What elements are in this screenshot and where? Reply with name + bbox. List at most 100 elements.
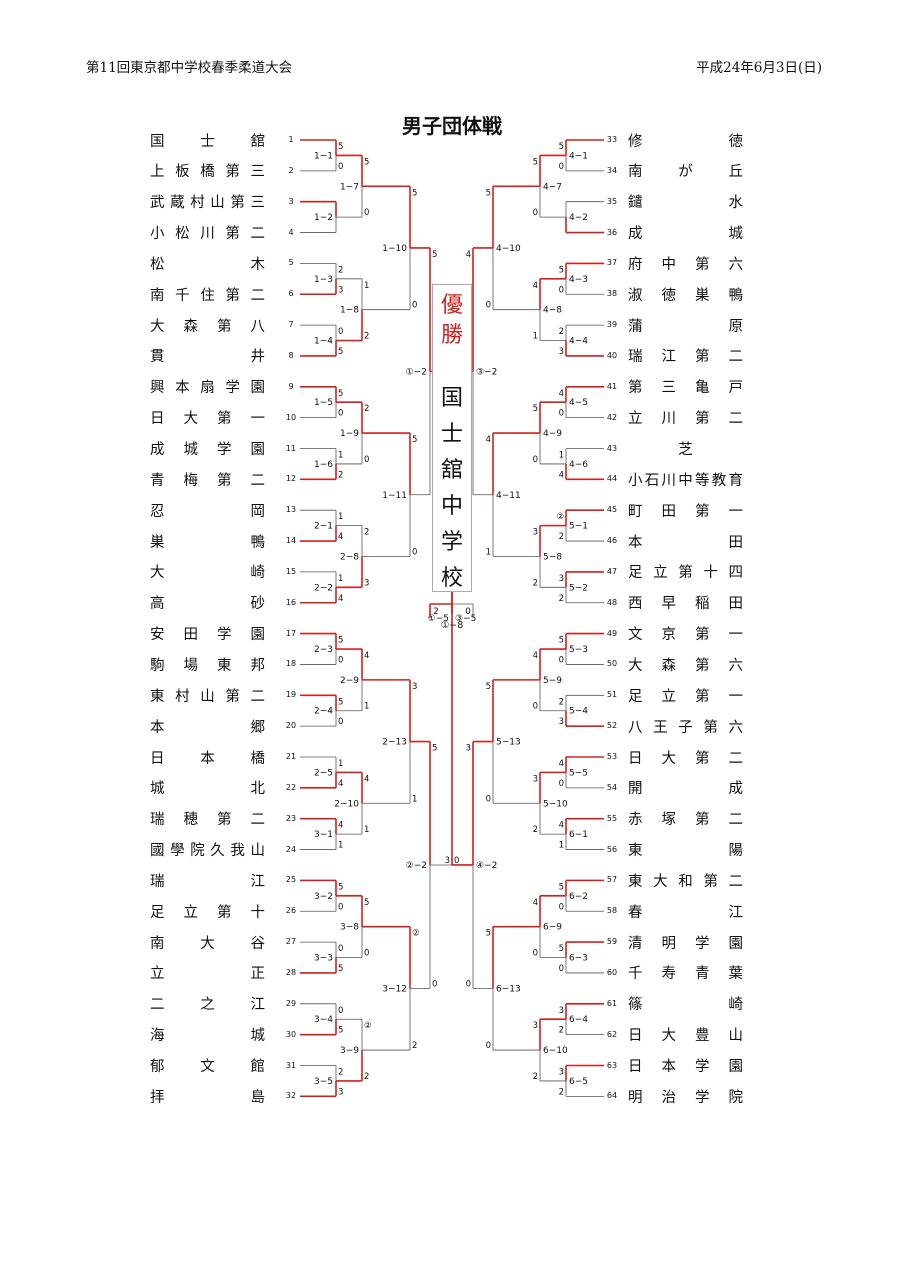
team-seed: 36 <box>606 227 618 237</box>
match-code: 2−3 <box>314 645 333 655</box>
match-score: 2 <box>533 825 538 835</box>
team-name: 日大第一 <box>150 411 265 428</box>
match-code: ③−2 <box>476 367 497 377</box>
match-score: 3 <box>559 347 564 357</box>
match-score: 3 <box>559 1006 564 1016</box>
match-code: 4−10 <box>496 244 521 254</box>
team-name: 巣鴨 <box>150 534 265 551</box>
match-score: 3 <box>533 528 538 538</box>
match-code: 4−2 <box>569 213 588 223</box>
match-score: 5 <box>364 898 369 908</box>
match-score: 5 <box>338 1026 343 1036</box>
match-code: 4−6 <box>569 460 588 470</box>
team-seed: 38 <box>606 289 618 299</box>
team-name: 拝島 <box>150 1089 265 1106</box>
team-name: 西早稲田 <box>628 596 743 613</box>
match-code: 1−3 <box>314 275 333 285</box>
team-name: 春江 <box>628 904 743 921</box>
match-score: 5 <box>338 389 343 399</box>
match-code: 4−8 <box>543 306 562 316</box>
team-seed: 17 <box>285 628 297 638</box>
team-name: 府中第六 <box>628 256 743 273</box>
team-seed: 9 <box>288 381 294 391</box>
match-score: 1 <box>364 702 369 712</box>
match-code: 3−8 <box>340 923 359 933</box>
team-seed: 26 <box>285 906 297 916</box>
match-code: 4−7 <box>543 182 562 192</box>
team-name: 大崎 <box>150 565 265 582</box>
match-score: 3 <box>533 1021 538 1031</box>
match-score: 4 <box>559 389 564 399</box>
match-code: 2−2 <box>314 583 333 593</box>
match-code: 2−4 <box>314 707 333 717</box>
team-name: 町田第一 <box>628 503 743 520</box>
match-score: 5 <box>559 265 564 275</box>
match-code: ④−2 <box>476 861 497 871</box>
match-score: 0 <box>533 949 538 959</box>
match-score: 5 <box>364 157 369 167</box>
match-code: ①−5 <box>428 614 449 624</box>
match-score: 3 <box>338 1087 343 1097</box>
bracket-title: 男子団体戦 <box>402 114 502 138</box>
match-score: 4 <box>533 898 538 908</box>
match-score: 0 <box>364 949 369 959</box>
match-code: ②−2 <box>406 861 427 871</box>
match-score: 0 <box>559 964 564 974</box>
match-score: 1 <box>486 547 491 557</box>
match-score: 4 <box>364 651 369 661</box>
match-score: 5 <box>432 250 437 260</box>
match-score: 5 <box>412 188 417 198</box>
match-score: 2 <box>338 265 343 275</box>
team-name: 武蔵村山第三 <box>150 195 265 212</box>
team-seed: 48 <box>606 597 618 607</box>
team-seed: 53 <box>606 752 618 761</box>
match-code: 5−5 <box>569 768 588 778</box>
team-seed: 52 <box>606 721 618 731</box>
team-seed: 27 <box>285 937 297 947</box>
match-score: 2 <box>338 470 343 480</box>
team-name: 成城学園 <box>150 442 265 458</box>
team-name: 篠崎 <box>628 997 743 1014</box>
match-score: 5 <box>533 404 538 414</box>
team-name: 瑞江 <box>150 873 265 890</box>
team-name: 第三亀戸 <box>628 380 743 397</box>
match-score: 2 <box>533 1072 538 1082</box>
team-seed: 13 <box>285 505 297 515</box>
team-seed: 39 <box>606 320 618 330</box>
match-score: 2 <box>533 578 538 588</box>
team-name: 日大豊山 <box>628 1028 743 1045</box>
team-seed: 49 <box>606 628 618 638</box>
match-score: 5 <box>486 929 491 939</box>
match-score: 5 <box>533 157 538 167</box>
team-name: 興本扇学園 <box>150 380 265 397</box>
match-score: 4 <box>466 250 471 260</box>
match-score: 0 <box>412 547 417 557</box>
team-seed: 18 <box>285 659 297 669</box>
team-name: 駒場東邦 <box>150 657 265 674</box>
team-seed: 16 <box>285 597 297 607</box>
match-code: 4−1 <box>569 151 588 161</box>
match-score: 1 <box>559 841 564 851</box>
match-score: 0 <box>364 208 369 218</box>
match-code: 3−1 <box>314 830 333 840</box>
team-name: 南が丘 <box>628 164 743 181</box>
match-score: 3 <box>466 744 471 754</box>
match-score: 0 <box>338 655 343 665</box>
team-seed: 34 <box>606 165 618 175</box>
match-code: 1−1 <box>314 151 333 161</box>
team-seed: 12 <box>285 474 297 484</box>
match-score: 0 <box>432 979 437 989</box>
team-seed: 58 <box>606 906 618 916</box>
match-code: 6−10 <box>543 1046 568 1056</box>
team-name: 松木 <box>150 256 265 273</box>
match-score: 0 <box>533 702 538 712</box>
winner-banner: 優勝 国士舘中学校 <box>432 284 472 592</box>
team-name: 南千住第二 <box>150 287 265 304</box>
team-seed: 64 <box>606 1091 618 1101</box>
match-score: 0 <box>533 208 538 218</box>
match-score: 1 <box>364 281 369 291</box>
match-score: 0 <box>338 162 343 172</box>
match-score: 3 <box>559 717 564 727</box>
team-seed: 59 <box>606 937 618 947</box>
